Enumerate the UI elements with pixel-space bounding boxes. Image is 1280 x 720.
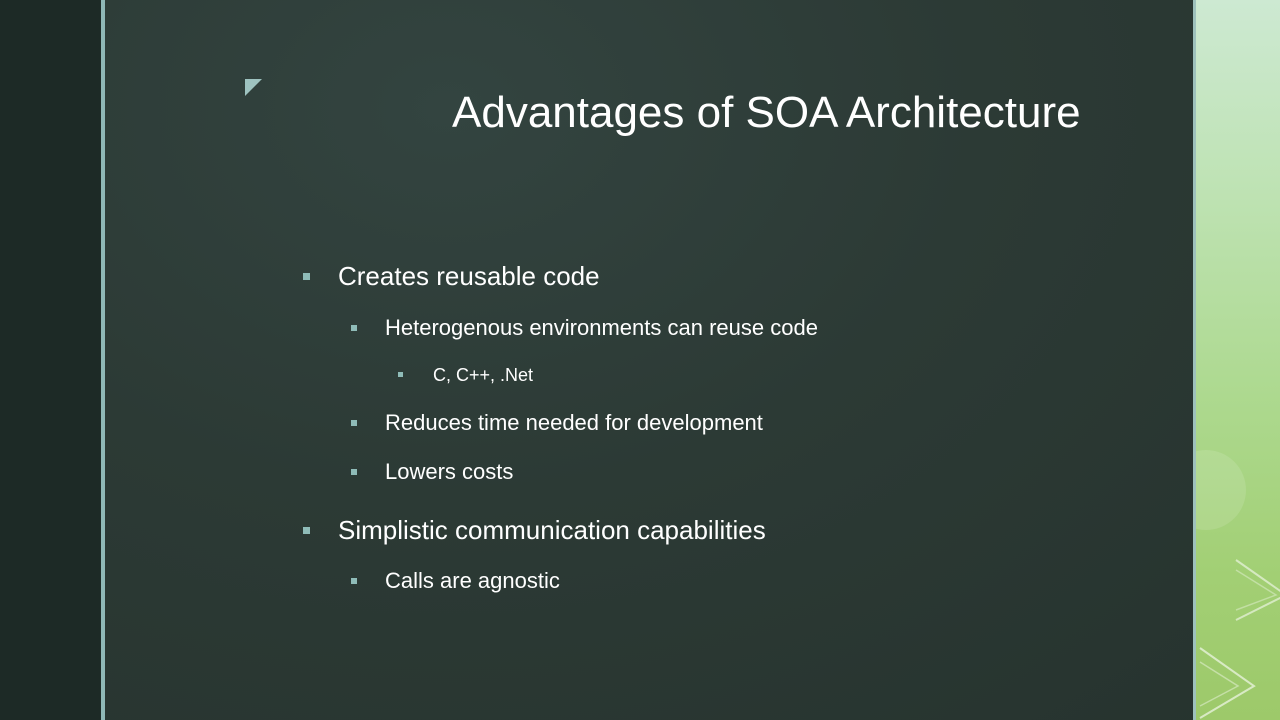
bullet-text: C, C++, .Net xyxy=(433,365,534,385)
right-accent-rule xyxy=(1193,0,1196,720)
bullet-item: Simplistic communication capabilities xyxy=(303,515,766,545)
square-bullet-icon xyxy=(351,325,357,331)
sub-bullet-item: Lowers costs xyxy=(351,459,514,485)
bullet-text: Creates reusable code xyxy=(338,261,600,291)
left-accent-rule xyxy=(101,0,105,720)
sub-bullet-item: Heterogenous environments can reuse code xyxy=(351,315,818,341)
left-dark-band xyxy=(0,0,101,720)
square-bullet-icon xyxy=(303,273,310,280)
square-bullet-icon xyxy=(351,469,357,475)
square-bullet-icon xyxy=(398,372,403,377)
square-bullet-icon xyxy=(351,578,357,584)
chevron-pattern-icon xyxy=(1196,450,1280,719)
bullet-text: Heterogenous environments can reuse code xyxy=(385,315,818,340)
bullet-text: Simplistic communication capabilities xyxy=(338,515,766,545)
square-bullet-icon xyxy=(303,527,310,534)
right-green-band xyxy=(1196,0,1280,720)
triangle-corner-icon xyxy=(245,79,262,96)
bullet-text: Lowers costs xyxy=(385,459,514,484)
bullet-text: Calls are agnostic xyxy=(385,568,560,593)
sub-sub-bullet-item: C, C++, .Net xyxy=(398,364,534,386)
sub-bullet-item: Reduces time needed for development xyxy=(351,410,763,436)
bullet-text: Reduces time needed for development xyxy=(385,410,763,435)
slide-title: Advantages of SOA Architecture xyxy=(452,88,1081,137)
square-bullet-icon xyxy=(351,420,357,426)
bullet-item: Creates reusable code xyxy=(303,261,600,291)
sub-bullet-item: Calls are agnostic xyxy=(351,568,560,594)
